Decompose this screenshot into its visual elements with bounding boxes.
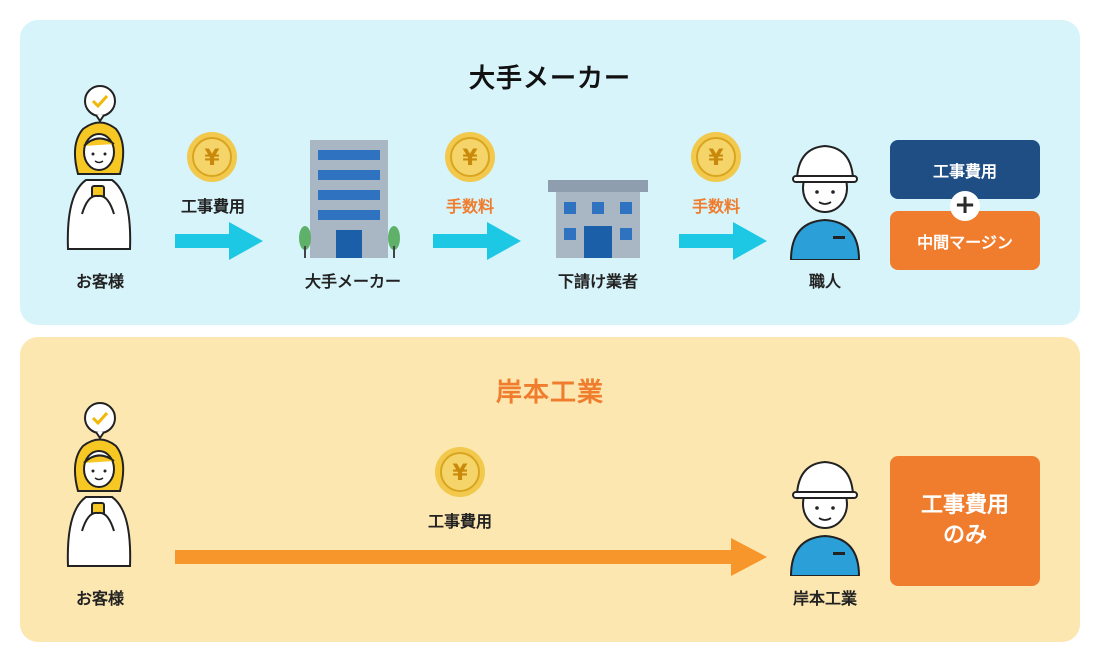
maker-label: 大手メーカー	[304, 272, 401, 291]
step1-label: 工事費用	[180, 197, 245, 216]
step3-label: 手数料	[691, 197, 740, 216]
small-building-icon	[548, 180, 648, 258]
yen-coin-icon: ¥	[445, 132, 495, 182]
subcontractor-label: 下請け業者	[557, 272, 638, 291]
step2-label: 手数料	[445, 197, 494, 216]
long-arrow-icon	[175, 538, 767, 576]
plus-icon: +	[950, 191, 980, 221]
yen-coin-icon: ¥	[187, 132, 237, 182]
worker-icon	[789, 144, 861, 260]
worker-icon	[789, 460, 861, 576]
arrow-icon	[679, 222, 767, 260]
cost-only-line1: 工事費用	[920, 493, 1009, 518]
customer-woman-icon	[66, 402, 132, 567]
arrow-icon	[433, 222, 521, 260]
customer-label: お客様	[75, 272, 124, 291]
svg-text:¥: ¥	[452, 461, 468, 486]
check-bubble-icon	[84, 85, 116, 123]
arrow-icon	[175, 222, 263, 260]
construction-cost-box: 工事費用	[890, 140, 1040, 199]
yen-coin-icon: ¥	[691, 132, 741, 182]
customer-woman-icon	[66, 85, 132, 250]
big-maker-title: 大手メーカー	[468, 64, 631, 94]
cost-only-box: 工事費用 のみ	[890, 456, 1040, 586]
worker-label-bottom: 岸本工業	[792, 589, 857, 608]
worker-label: 職人	[808, 272, 841, 291]
kishimoto-title: 岸本工業	[495, 378, 604, 408]
svg-text:¥: ¥	[204, 146, 220, 171]
cost-only-line2: のみ	[942, 523, 987, 548]
svg-text:¥: ¥	[462, 146, 478, 171]
step-label-bottom: 工事費用	[427, 512, 492, 531]
check-bubble-icon	[84, 402, 116, 440]
middle-margin-box: 中間マージン	[890, 211, 1040, 270]
svg-text:¥: ¥	[708, 146, 724, 171]
customer-label-bottom: お客様	[75, 589, 124, 608]
yen-coin-icon: ¥	[435, 447, 485, 497]
building-icon	[299, 140, 400, 258]
